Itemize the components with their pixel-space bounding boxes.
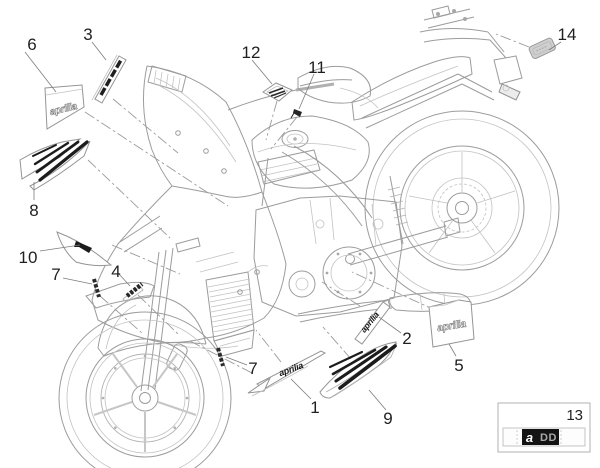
logo-a-letter: a — [526, 430, 533, 445]
decal-9-striped-arrow — [319, 341, 398, 399]
decal-7-stick-left — [92, 278, 101, 298]
frame-tubes — [261, 73, 495, 227]
rear-shock — [387, 175, 409, 245]
leader-lines — [24, 41, 562, 411]
callout-4: 4 — [111, 262, 120, 281]
front-fairing — [85, 65, 287, 349]
callout-14: 14 — [558, 25, 577, 44]
front-fork — [97, 237, 207, 392]
callout-2: 2 — [402, 329, 411, 348]
callout-6: 6 — [27, 35, 36, 54]
callout-13: 13 — [566, 407, 583, 424]
stripes — [328, 344, 397, 390]
callout-9: 9 — [383, 409, 392, 428]
motorcycle-line-art — [58, 5, 560, 468]
decal-1-aprilia-blade: aprilia — [247, 350, 327, 397]
callout-8: 8 — [29, 201, 38, 220]
black-arrow — [74, 241, 92, 253]
callout-1: 1 — [310, 398, 319, 417]
decal-7-stick-center — [216, 347, 225, 367]
callout-10: 10 — [19, 248, 38, 267]
stripe-band — [99, 59, 123, 96]
decal-12-label-plate — [262, 82, 293, 102]
aprilia-logo-outline: aprilia — [436, 318, 467, 334]
stripes — [32, 140, 89, 182]
engine — [253, 149, 403, 317]
rear-rack — [419, 5, 523, 101]
rear-wheel — [364, 110, 560, 306]
decal-8-striped-arrow — [19, 138, 91, 191]
item-13-box: 13 a DD — [497, 402, 591, 453]
seat — [351, 56, 473, 121]
callout-5: 5 — [454, 356, 463, 375]
callout-12: 12 — [242, 43, 261, 62]
callout-3: 3 — [83, 25, 92, 44]
decal-14-warning-label — [528, 37, 556, 60]
logo-dd-letters: DD — [540, 432, 557, 444]
callout-7-left: 7 — [51, 265, 60, 284]
front-wheel — [58, 311, 232, 468]
fuel-tank — [251, 115, 370, 189]
decal-5-aprilia-rear-plate: aprilia — [428, 299, 475, 348]
decal-4-stripe-bar — [122, 282, 144, 303]
construction-lines — [84, 33, 530, 374]
logo-a-block — [522, 429, 537, 445]
callout-numbers: 6 3 12 11 14 8 10 7 4 2 5 1 9 7 — [19, 25, 577, 428]
callout-11: 11 — [308, 58, 326, 77]
decal-6-aprilia-front-plate: aprilia — [44, 84, 85, 130]
radiator — [205, 265, 269, 357]
decal-10-arrow-fin — [56, 231, 113, 267]
decal-3-stripe-strip — [91, 54, 127, 104]
callout-7-center: 7 — [248, 359, 257, 378]
logo-dd-block — [537, 429, 559, 445]
swingarm — [345, 217, 461, 266]
decal-11-small-mark — [290, 109, 302, 119]
